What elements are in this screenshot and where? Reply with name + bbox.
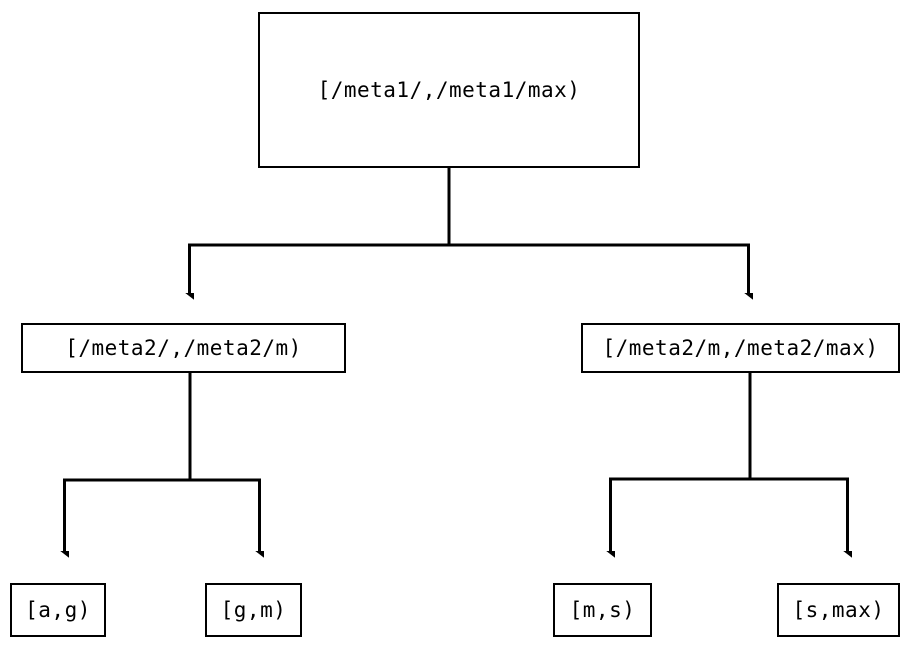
- node-leaf-a-g[interactable]: [a,g): [10, 583, 106, 637]
- node-meta2-low-interval[interactable]: [/meta2/,/meta2/m): [21, 323, 346, 373]
- node-meta2-high-label: [/meta2/m,/meta2/max): [602, 335, 879, 360]
- node-leaf-a-g-label: [a,g): [25, 597, 91, 622]
- node-leaf-s-max[interactable]: [s,max): [777, 583, 900, 637]
- node-root-interval[interactable]: [/meta1/,/meta1/max): [258, 12, 640, 168]
- node-meta2-high-interval[interactable]: [/meta2/m,/meta2/max): [581, 323, 900, 373]
- edge-root-to-meta2: [188, 168, 750, 293]
- node-leaf-g-m[interactable]: [g,m): [205, 583, 302, 637]
- edge-meta2-high-to-leaves: [609, 373, 849, 551]
- edge-meta2-low-to-leaves: [63, 373, 261, 551]
- node-leaf-g-m-label: [g,m): [220, 597, 287, 622]
- node-root-label: [/meta1/,/meta1/max): [317, 77, 581, 102]
- node-leaf-m-s[interactable]: [m,s): [553, 583, 652, 637]
- node-leaf-m-s-label: [m,s): [569, 597, 636, 622]
- node-meta2-low-label: [/meta2/,/meta2/m): [65, 335, 302, 360]
- node-leaf-s-max-label: [s,max): [792, 597, 885, 622]
